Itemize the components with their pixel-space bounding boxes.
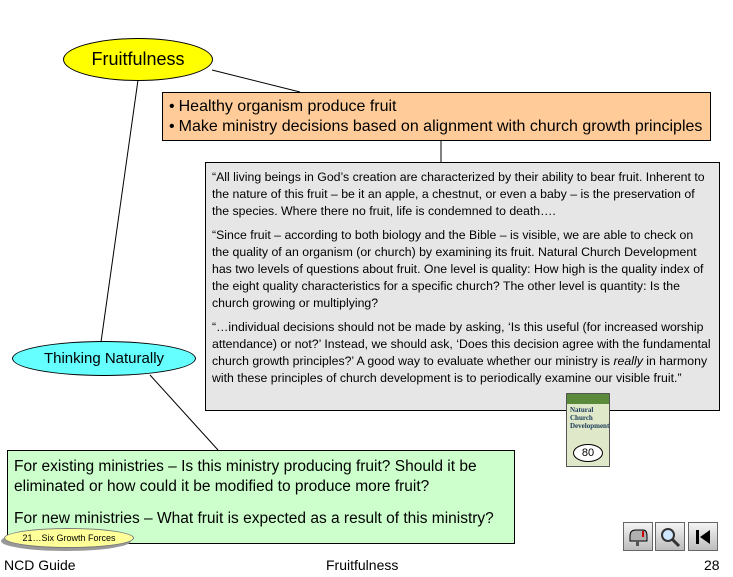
quote-paragraph: “Since fruit – according to both biology… — [212, 228, 704, 310]
quote-box: “All living beings in God’s creation are… — [205, 162, 720, 411]
key-point-item: Healthy organism produce fruit — [169, 97, 704, 117]
thinking-naturally-node-label: Thinking Naturally — [43, 350, 165, 367]
question-new: For new ministries – What fruit is expec… — [14, 510, 494, 527]
quote-text: “…individual decisions should not be mad… — [212, 320, 711, 368]
footer-page-number: 28 — [704, 557, 720, 573]
search-button[interactable] — [655, 522, 685, 551]
magnifier-icon — [661, 527, 681, 547]
connector-thinking-questions — [149, 374, 219, 451]
mailbox-button[interactable] — [623, 522, 653, 551]
question-existing: For existing ministries – Is this minist… — [14, 458, 477, 495]
fruitfulness-node: Fruitfulness — [63, 38, 213, 81]
six-growth-forces-link[interactable]: 21…Six Growth Forces — [4, 528, 134, 548]
connector-fruitfulness-bullets — [211, 69, 301, 93]
six-growth-forces-label: 21…Six Growth Forces — [22, 533, 116, 543]
first-page-button[interactable] — [688, 522, 718, 551]
key-points-box: Healthy organism produce fruit Make mini… — [162, 92, 711, 141]
key-points-list: Healthy organism produce fruit Make mini… — [169, 97, 704, 137]
footer-slide-title: Fruitfulness — [326, 557, 399, 573]
quote-emphasis: really — [613, 354, 643, 368]
footer-guide-name: NCD Guide — [4, 557, 76, 573]
book-cover-band — [567, 394, 609, 404]
quote-text: in harmony with these principles of chur… — [212, 354, 708, 385]
fruitfulness-node-label: Fruitfulness — [91, 49, 185, 69]
book-page-number: 80 — [573, 444, 603, 462]
book-reference-thumbnail[interactable]: Natural Church Development 80 — [566, 393, 610, 467]
mailbox-icon — [629, 529, 648, 546]
quote-paragraph: “…individual decisions should not be mad… — [212, 319, 713, 387]
key-point-item: Make ministry decisions based on alignme… — [169, 117, 704, 137]
quote-paragraph: “All living beings in God’s creation are… — [212, 170, 705, 218]
skip-to-start-icon — [696, 529, 710, 544]
book-title: Natural Church Development — [570, 406, 610, 430]
thinking-naturally-node: Thinking Naturally — [12, 341, 196, 376]
connector-fruitfulness-thinking — [100, 79, 139, 343]
